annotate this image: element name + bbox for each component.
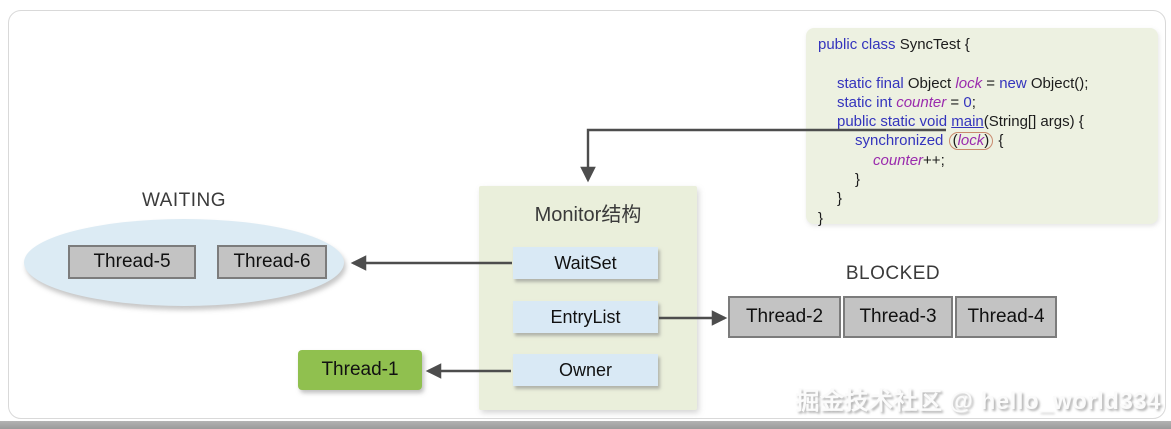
code-keyword: public class — [818, 36, 896, 53]
monitor-panel: Monitor结构 WaitSet EntryList Owner — [479, 186, 697, 410]
thread6-box: Thread-6 — [217, 245, 327, 279]
code-text: ) — [984, 132, 990, 150]
code-line: counter++; — [873, 151, 1148, 170]
owner-box: Owner — [513, 354, 658, 386]
lock-highlight-ring: (lock) — [948, 132, 994, 151]
code-line: static final Object lock = new Object(); — [837, 74, 1148, 93]
code-line: } — [818, 209, 1148, 228]
code-field: lock — [957, 132, 985, 150]
thread2-box: Thread-2 — [728, 296, 841, 338]
code-text: Object(); — [1026, 74, 1089, 92]
blocked-label: BLOCKED — [845, 263, 941, 284]
waitset-box: WaitSet — [513, 247, 658, 279]
code-method: main — [951, 113, 984, 131]
thread5-box: Thread-5 — [68, 245, 196, 279]
code-text: } — [855, 171, 861, 189]
code-text: SyncTest { — [895, 36, 970, 53]
code-keyword: static final — [837, 74, 904, 92]
code-line-synchronized: synchronized (lock) { — [855, 131, 1148, 151]
code-line-blank — [818, 54, 1148, 73]
waiting-label: WAITING — [141, 190, 227, 211]
code-text: ; — [971, 93, 976, 111]
code-line: public static void main(String[] args) { — [837, 112, 1148, 131]
code-line: static int counter = 0; — [837, 93, 1148, 112]
bottom-page-divider — [0, 421, 1171, 429]
code-text: ++; — [923, 151, 945, 169]
entrylist-box: EntryList — [513, 301, 658, 333]
code-keyword: new — [999, 74, 1027, 92]
code-snippet-panel: public class SyncTest { static final Obj… — [806, 28, 1158, 227]
code-text — [943, 132, 947, 149]
code-keyword: public static void — [837, 113, 948, 131]
code-text: { — [994, 132, 1004, 150]
code-line: } — [855, 170, 1148, 189]
code-field: counter — [873, 151, 924, 169]
code-line: } — [837, 189, 1148, 208]
code-text: } — [837, 190, 843, 208]
code-line: public class SyncTest { — [818, 35, 1148, 54]
code-text: Object — [903, 74, 956, 92]
watermark-text: 掘金技术社区 @ hello_world334 — [795, 388, 1161, 415]
code-text: (String[] args) { — [983, 113, 1084, 131]
code-keyword: static int — [837, 93, 893, 111]
code-field: counter — [896, 93, 947, 111]
thread4-box: Thread-4 — [955, 296, 1057, 338]
thread3-box: Thread-3 — [843, 296, 953, 338]
code-text: ( — [952, 132, 958, 150]
blocked-row: Thread-2 Thread-3 Thread-4 — [728, 296, 1057, 338]
thread1-box: Thread-1 — [298, 350, 422, 390]
code-keyword: synchronized — [855, 132, 944, 150]
code-number: 0 — [963, 93, 972, 111]
code-text: = — [982, 74, 1000, 92]
code-text: } — [818, 209, 824, 227]
code-text: = — [946, 93, 964, 111]
monitor-title: Monitor结构 — [534, 204, 642, 226]
code-field: lock — [955, 74, 983, 92]
